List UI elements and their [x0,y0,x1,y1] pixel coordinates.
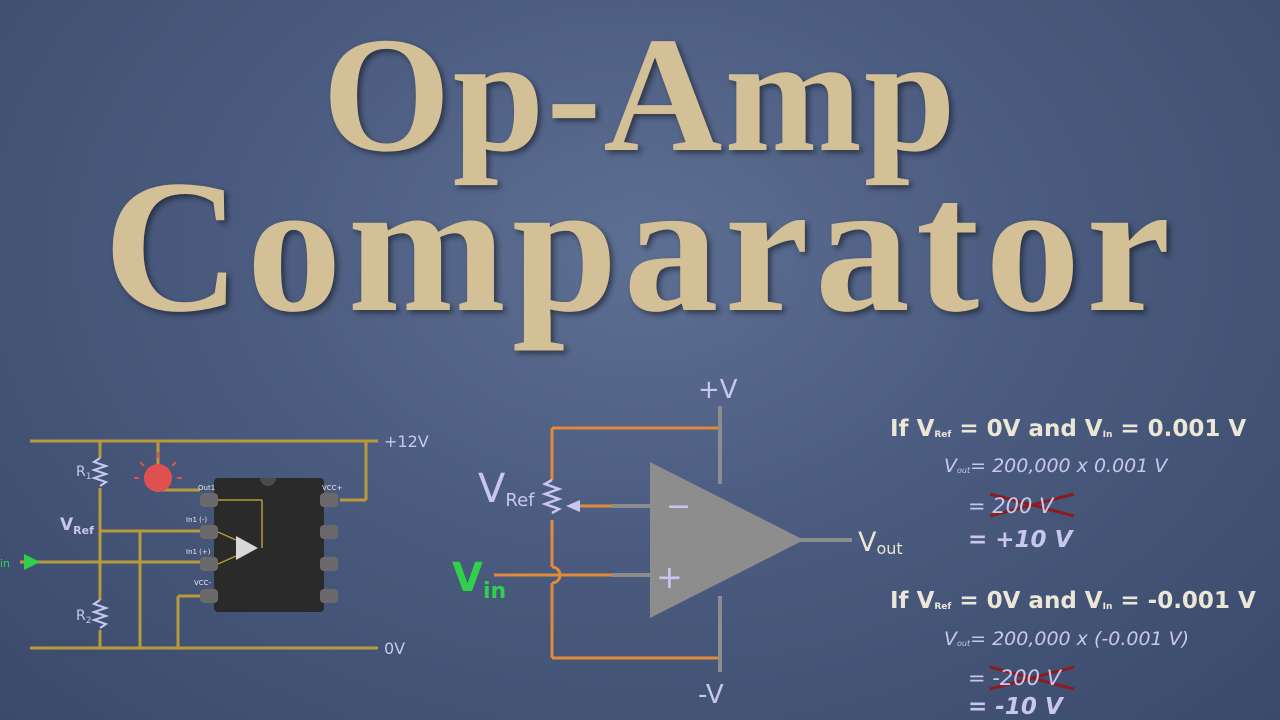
strike-out-2 [989,665,1075,691]
supply-bottom-label: 0V [384,639,405,658]
pin-in1-neg: In1 (-) [186,516,207,524]
case1-line1: Vout= 200,000 x 0.001 V [944,455,1168,477]
led-icon [134,452,182,492]
case2-line2: = -200 V [968,666,1061,690]
vin-label: Vin [452,555,506,604]
r2-resistor [90,599,110,629]
pin-vcc-pos: VCC+ [322,484,343,492]
case1-line3: = +10 V [968,527,1073,553]
r1-label: R1 [76,464,91,482]
plus-symbol: + [656,558,683,596]
pin-in1-pos: In1 (+) [186,548,211,556]
r2-label: R2 [76,608,91,626]
strike-out-1 [989,492,1075,518]
neg-supply-label: -V [698,680,724,710]
opamp-mini-icon [236,536,258,560]
title-line-1: Op-Amp [322,3,958,186]
opamp-schematic: − + +V -V VRef Vin Vout [452,375,903,710]
supply-top-label: +12V [384,432,429,451]
vref-label: VRef [478,466,535,512]
input-arrow-icon [24,554,40,570]
ic-chip [200,478,338,612]
vout-label: Vout [858,527,903,558]
pin-vcc-neg: VCC- [194,579,212,587]
wiper-arrow-icon [566,500,580,512]
case2-header: If VRef = 0V and VIn = -0.001 V [890,588,1256,614]
title-line-2: Comparator [103,142,1177,352]
vref-small-label: VRef [60,515,94,537]
breadboard-circuit: +12V 0V R1 R2 VRef in Out1 In1 (-) In1 (… [0,432,429,658]
minus-symbol: − [666,489,691,524]
opamp-triangle [650,462,804,618]
pos-supply-label: +V [698,375,738,405]
case2-line1: Vout= 200,000 x (-0.001 V) [944,628,1190,650]
vin-small-label: in [0,557,10,570]
r1-resistor [90,457,110,487]
potentiometer-icon [541,478,563,515]
case2-line3: = -10 V [968,694,1063,720]
case1-header: If VRef = 0V and VIn = 0.001 V [890,416,1247,442]
case1-line2: = 200 V [968,494,1054,518]
pin-out1: Out1 [198,484,215,492]
